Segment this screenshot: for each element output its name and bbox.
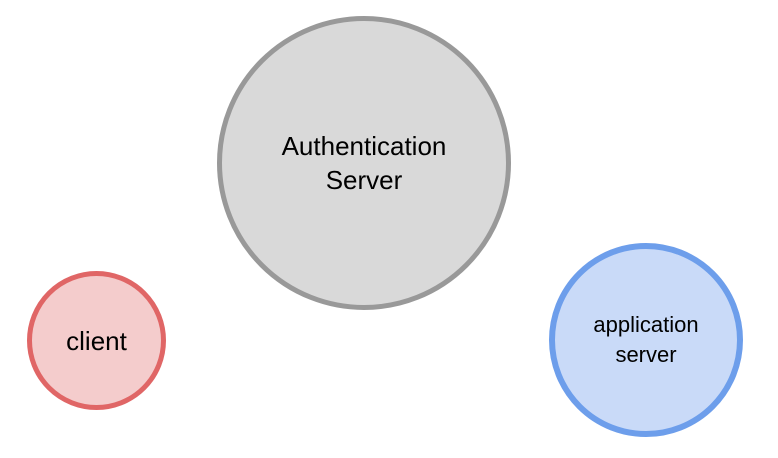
node-application-server-label-line2: server — [615, 342, 677, 367]
node-authentication-server: Authentication Server — [217, 16, 511, 310]
node-client-label: client — [66, 325, 127, 356]
node-application-server: application server — [549, 243, 743, 437]
node-authentication-server-label-line1: Authentication — [281, 131, 447, 161]
node-authentication-server-label-line2: Server — [325, 165, 403, 195]
node-application-server-label-line1: application — [593, 312, 699, 337]
node-client: client — [27, 271, 166, 410]
